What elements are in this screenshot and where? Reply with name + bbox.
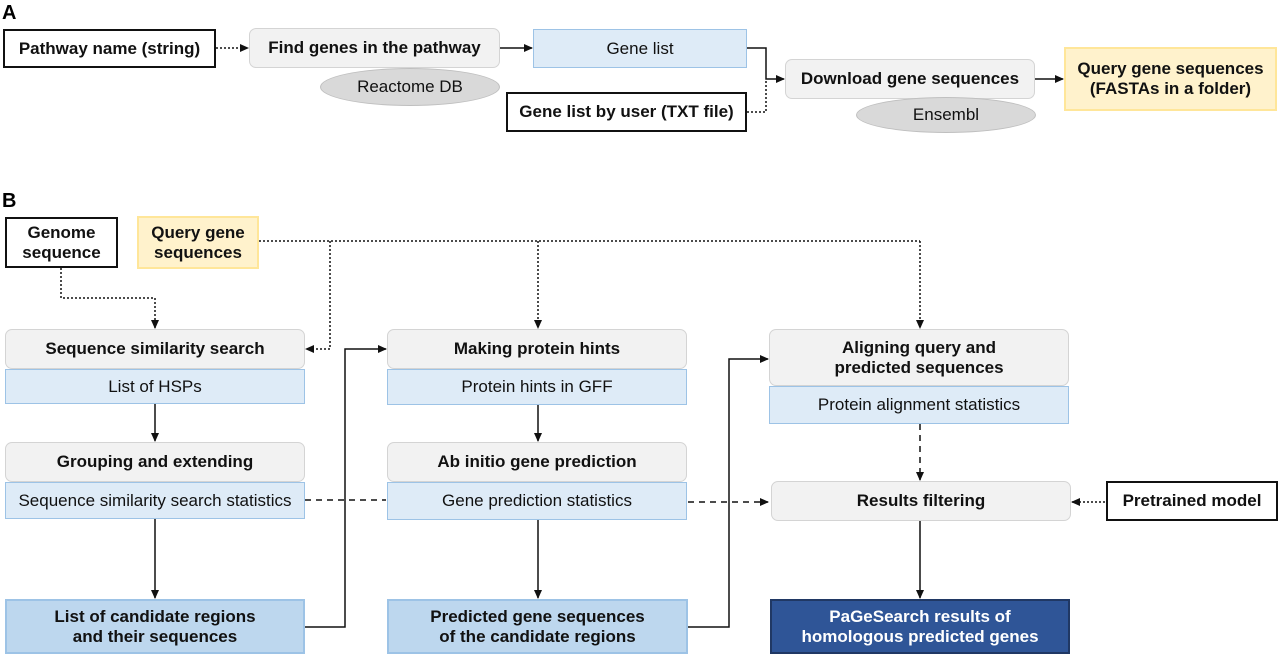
similarity-search-statistics-output: Sequence similarity search statistics xyxy=(5,482,305,519)
pretrained-model-input: Pretrained model xyxy=(1106,481,1278,521)
gene-list-user-input: Gene list by user (TXT file) xyxy=(506,92,747,132)
panel-label-a: A xyxy=(2,2,17,24)
pagesearch-results-output: PaGeSearch results of homologous predict… xyxy=(770,599,1070,654)
candidate-regions-output: List of candidate regions and their sequ… xyxy=(5,599,305,654)
arrow-genelist-to-download xyxy=(747,47,785,83)
ab-initio-prediction-step: Ab initio gene prediction xyxy=(387,442,687,482)
making-protein-hints-step: Making protein hints xyxy=(387,329,687,369)
ensembl-db: Ensembl xyxy=(856,97,1036,133)
gene-list-output: Gene list xyxy=(533,29,747,68)
arrow-candidates-to-hints xyxy=(305,345,387,628)
reactome-db: Reactome DB xyxy=(320,68,500,106)
predicted-gene-sequences-output: Predicted gene sequences of the candidat… xyxy=(387,599,688,654)
find-genes-step: Find genes in the pathway xyxy=(249,28,500,68)
arrow-userlist-to-download xyxy=(747,79,767,113)
query-gene-sequences-input: Query gene sequences xyxy=(137,216,259,269)
protein-alignment-statistics-output: Protein alignment statistics xyxy=(769,386,1069,424)
query-sequences-output: Query gene sequences (FASTAs in a folder… xyxy=(1064,47,1277,111)
arrow-genome-to-search xyxy=(60,268,159,329)
panel-label-b: B xyxy=(2,190,17,212)
results-filtering-step: Results filtering xyxy=(771,481,1071,521)
pathway-name-input: Pathway name (string) xyxy=(3,29,216,68)
protein-hints-gff-output: Protein hints in GFF xyxy=(387,369,687,405)
download-sequences-step: Download gene sequences xyxy=(785,59,1035,99)
list-of-hsps-output: List of HSPs xyxy=(5,369,305,404)
sequence-similarity-search-step: Sequence similarity search xyxy=(5,329,305,369)
genome-sequence-input: Genome sequence xyxy=(5,217,118,268)
arrow-query-to-search xyxy=(305,241,331,353)
arrow-predseqs-to-aligning xyxy=(688,355,769,628)
gene-prediction-statistics-output: Gene prediction statistics xyxy=(387,482,687,520)
grouping-extending-step: Grouping and extending xyxy=(5,442,305,482)
aligning-sequences-step: Aligning query and predicted sequences xyxy=(769,329,1069,386)
